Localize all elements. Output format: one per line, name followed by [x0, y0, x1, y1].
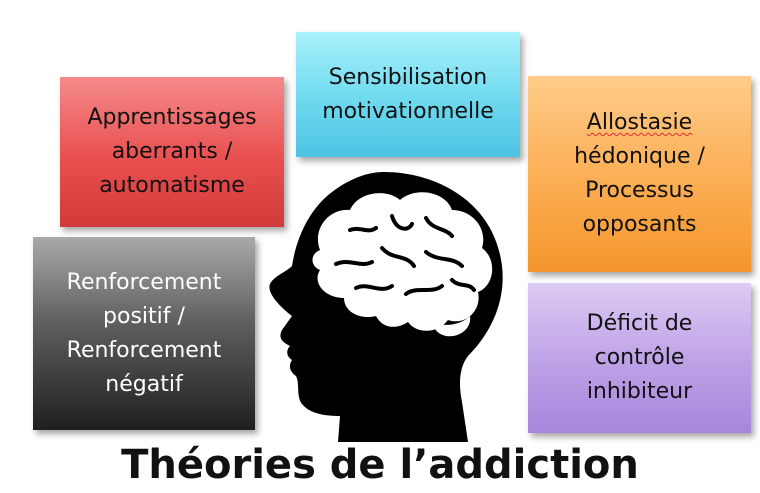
- theory-label-line: automatisme: [99, 173, 245, 198]
- theory-label-line: Allostasie: [586, 110, 693, 135]
- diagram-title: Théories de l’addiction: [121, 442, 639, 488]
- theory-label-line: Déficit de: [586, 311, 693, 336]
- cerebellum-shape: [432, 316, 471, 337]
- theory-label-line: contrôle: [594, 345, 685, 370]
- theory-label-line: Sensibilisation: [328, 64, 488, 90]
- theory-label-line: aberrants /: [111, 139, 233, 164]
- theory-label-line: opposants: [582, 212, 697, 237]
- theory-box-hedonic-allostasis: Allostasie hédonique / Processus opposan…: [528, 76, 751, 272]
- head-with-brain-icon: [269, 172, 503, 442]
- theory-label-line: motivationnelle: [322, 98, 494, 124]
- theory-label-line: hédonique /: [574, 144, 705, 169]
- theory-label-line: inhibiteur: [586, 379, 693, 404]
- theory-label-line: Renforcement: [66, 269, 222, 295]
- brain-folds: [334, 214, 476, 296]
- theory-box-reinforcement: Renforcement positif / Renforcement néga…: [33, 237, 255, 430]
- theory-label-line: négatif: [105, 371, 183, 397]
- theory-label-line: positif /: [103, 303, 185, 329]
- theory-box-inhibitory-control-deficit: Déficit de contrôle inhibiteur: [528, 283, 751, 433]
- theory-label-line: Renforcement: [66, 337, 222, 363]
- theory-box-aberrant-learning: Apprentissages aberrants / automatisme: [60, 77, 284, 227]
- theory-box-motivational-sensitization: Sensibilisation motivationnelle: [296, 32, 520, 157]
- theory-label-line: Processus: [585, 178, 694, 203]
- theory-label-line: Apprentissages: [87, 105, 257, 130]
- brain-shape: [312, 192, 493, 331]
